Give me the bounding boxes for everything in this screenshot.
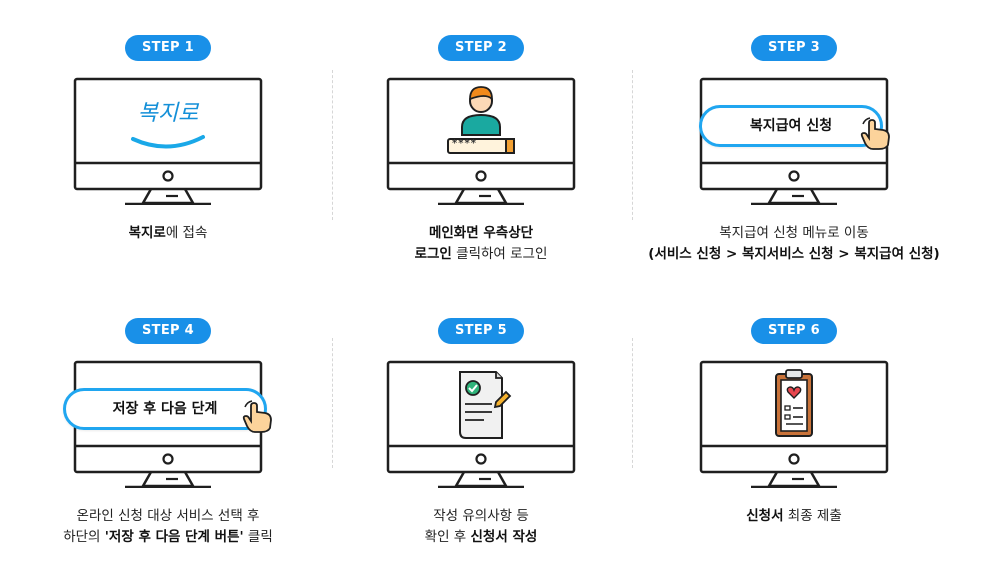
step-badge: STEP 2 (438, 35, 524, 61)
monitor-icon (73, 77, 263, 205)
step-caption: 온라인 신청 대상 서비스 선택 후 하단의 '저장 후 다음 단계 버튼' 클… (0, 506, 343, 548)
monitor-icon (699, 360, 889, 488)
divider (632, 70, 633, 220)
step-badge: STEP 3 (751, 35, 837, 61)
caption-text: 온라인 신청 대상 서비스 선택 후 (76, 508, 260, 524)
caption-text: 하단의 (63, 529, 105, 545)
caption-text: 에 접속 (165, 225, 208, 241)
monitor-icon (386, 77, 576, 205)
monitor-icon (386, 360, 576, 488)
welfare-apply-button[interactable]: 복지급여 신청 (699, 105, 883, 147)
caption-bold: 메인화면 우측상단 (428, 225, 534, 241)
divider (332, 338, 333, 468)
step-badge: STEP 1 (125, 35, 211, 61)
hand-pointer-icon (242, 400, 272, 433)
caption-text: 확인 후 (424, 529, 471, 545)
caption-text: 클릭 (243, 529, 273, 545)
step-caption: 작성 유의사항 등 확인 후 신청서 작성 (306, 506, 656, 548)
step-badge: STEP 6 (751, 318, 837, 344)
caption-bold: '저장 후 다음 단계 버튼' (104, 529, 244, 545)
hand-pointer-icon (860, 117, 890, 150)
caption-text: 클릭하여 로그인 (451, 246, 548, 262)
caption-bold: 신청서 작성 (470, 529, 538, 545)
caption-bold: 로그인 (414, 246, 452, 262)
caption-bold: 신청서 (746, 508, 784, 524)
caption-text: 작성 유의사항 등 (433, 508, 529, 524)
caption-bold: (서비스 신청 > 복지서비스 신청 > 복지급여 신청) (648, 246, 940, 262)
step-caption: 복지급여 신청 메뉴로 이동 (서비스 신청 > 복지서비스 신청 > 복지급여… (619, 223, 969, 265)
step-caption: 신청서 최종 제출 (619, 506, 969, 527)
caption-bold: 복지로 (128, 225, 166, 241)
step-caption: 복지로에 접속 (0, 223, 343, 244)
step-caption: 메인화면 우측상단 로그인 클릭하여 로그인 (306, 223, 656, 265)
caption-text: 최종 제출 (783, 508, 842, 524)
caption-text: 복지급여 신청 메뉴로 이동 (719, 225, 869, 241)
divider (332, 70, 333, 220)
bokjiro-logo: 복지로 (137, 101, 199, 126)
step-badge: STEP 4 (125, 318, 211, 344)
save-next-step-button[interactable]: 저장 후 다음 단계 (63, 388, 267, 430)
divider (632, 338, 633, 468)
password-mask: **** (452, 138, 477, 149)
step-badge: STEP 5 (438, 318, 524, 344)
